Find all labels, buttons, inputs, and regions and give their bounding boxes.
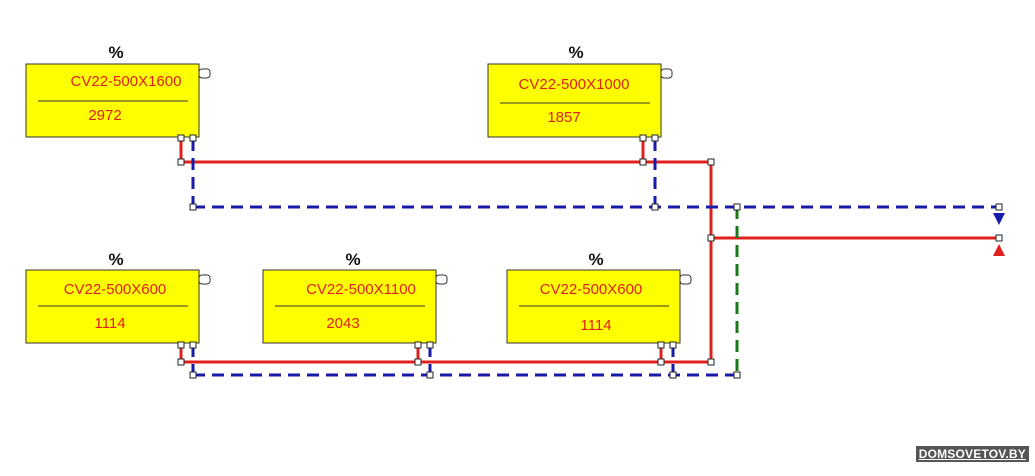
tee-node[interactable] (189, 203, 197, 211)
radiator-power-label: 2043 (326, 315, 359, 332)
radiator-power-label: 2972 (88, 107, 121, 124)
radiator-valve-icon (660, 68, 673, 79)
return-pipes (191, 139, 999, 377)
connector-node[interactable] (177, 341, 185, 349)
connector-node[interactable] (651, 134, 659, 142)
tee-node[interactable] (733, 371, 741, 379)
connector-node[interactable] (177, 134, 185, 142)
outlet-node[interactable] (995, 203, 1003, 211)
radiator-valve-icon (198, 274, 211, 285)
connector-node[interactable] (639, 134, 647, 142)
tee-node[interactable] (651, 203, 659, 211)
radiator[interactable]: % CV22-500X1000 1857 (487, 43, 673, 138)
radiator-percent-mark: % (108, 250, 123, 269)
radiator[interactable]: % CV22-500X1100 2043 (262, 250, 448, 344)
radiator-percent-mark: % (568, 43, 583, 62)
connector-node[interactable] (414, 341, 422, 349)
radiator-body (487, 63, 662, 138)
radiator-valve-icon (198, 68, 211, 79)
radiator-model-label: CV22-500X1000 (519, 76, 630, 93)
connector-node[interactable] (426, 341, 434, 349)
radiator-percent-mark: % (588, 250, 603, 269)
tee-node[interactable] (177, 358, 185, 366)
tee-node[interactable] (414, 358, 422, 366)
radiator-model-label: CV22-500X600 (64, 281, 167, 298)
tee-node[interactable] (426, 371, 434, 379)
tee-node[interactable] (707, 358, 715, 366)
supply-pipes (179, 139, 999, 364)
radiator-percent-mark: % (108, 43, 123, 62)
tee-node[interactable] (177, 158, 185, 166)
radiator-valve-icon (679, 274, 692, 285)
tee-node[interactable] (639, 158, 647, 166)
radiator[interactable]: % CV22-500X600 1114 (506, 250, 692, 344)
radiator[interactable]: % CV22-500X1600 2972 (25, 43, 211, 138)
tee-node[interactable] (707, 158, 715, 166)
connector-node[interactable] (189, 134, 197, 142)
connector-node[interactable] (657, 341, 665, 349)
inlet-node[interactable] (995, 234, 1003, 242)
pipe-nodes (177, 134, 1003, 379)
radiator-valve-icon (435, 274, 448, 285)
radiator-percent-mark: % (345, 250, 360, 269)
tee-node[interactable] (707, 234, 715, 242)
radiator-power-label: 1114 (94, 315, 125, 332)
radiator[interactable]: % CV22-500X600 1114 (25, 250, 211, 344)
watermark: DOMSOVETOV.BY (915, 446, 1029, 462)
tee-node[interactable] (733, 203, 741, 211)
radiator-power-label: 1857 (547, 109, 580, 126)
connector-node[interactable] (669, 341, 677, 349)
radiator-model-label: CV22-500X1600 (71, 73, 182, 90)
supply-flow-arrow-icon (993, 244, 1005, 256)
radiator-model-label: CV22-500X600 (540, 281, 643, 298)
return-flow-arrow-icon (993, 213, 1005, 225)
radiator-power-label: 1114 (580, 317, 611, 334)
radiator-model-label: CV22-500X1100 (306, 281, 416, 298)
tee-node[interactable] (189, 371, 197, 379)
tee-node[interactable] (657, 358, 665, 366)
connector-node[interactable] (189, 341, 197, 349)
tee-node[interactable] (669, 371, 677, 379)
